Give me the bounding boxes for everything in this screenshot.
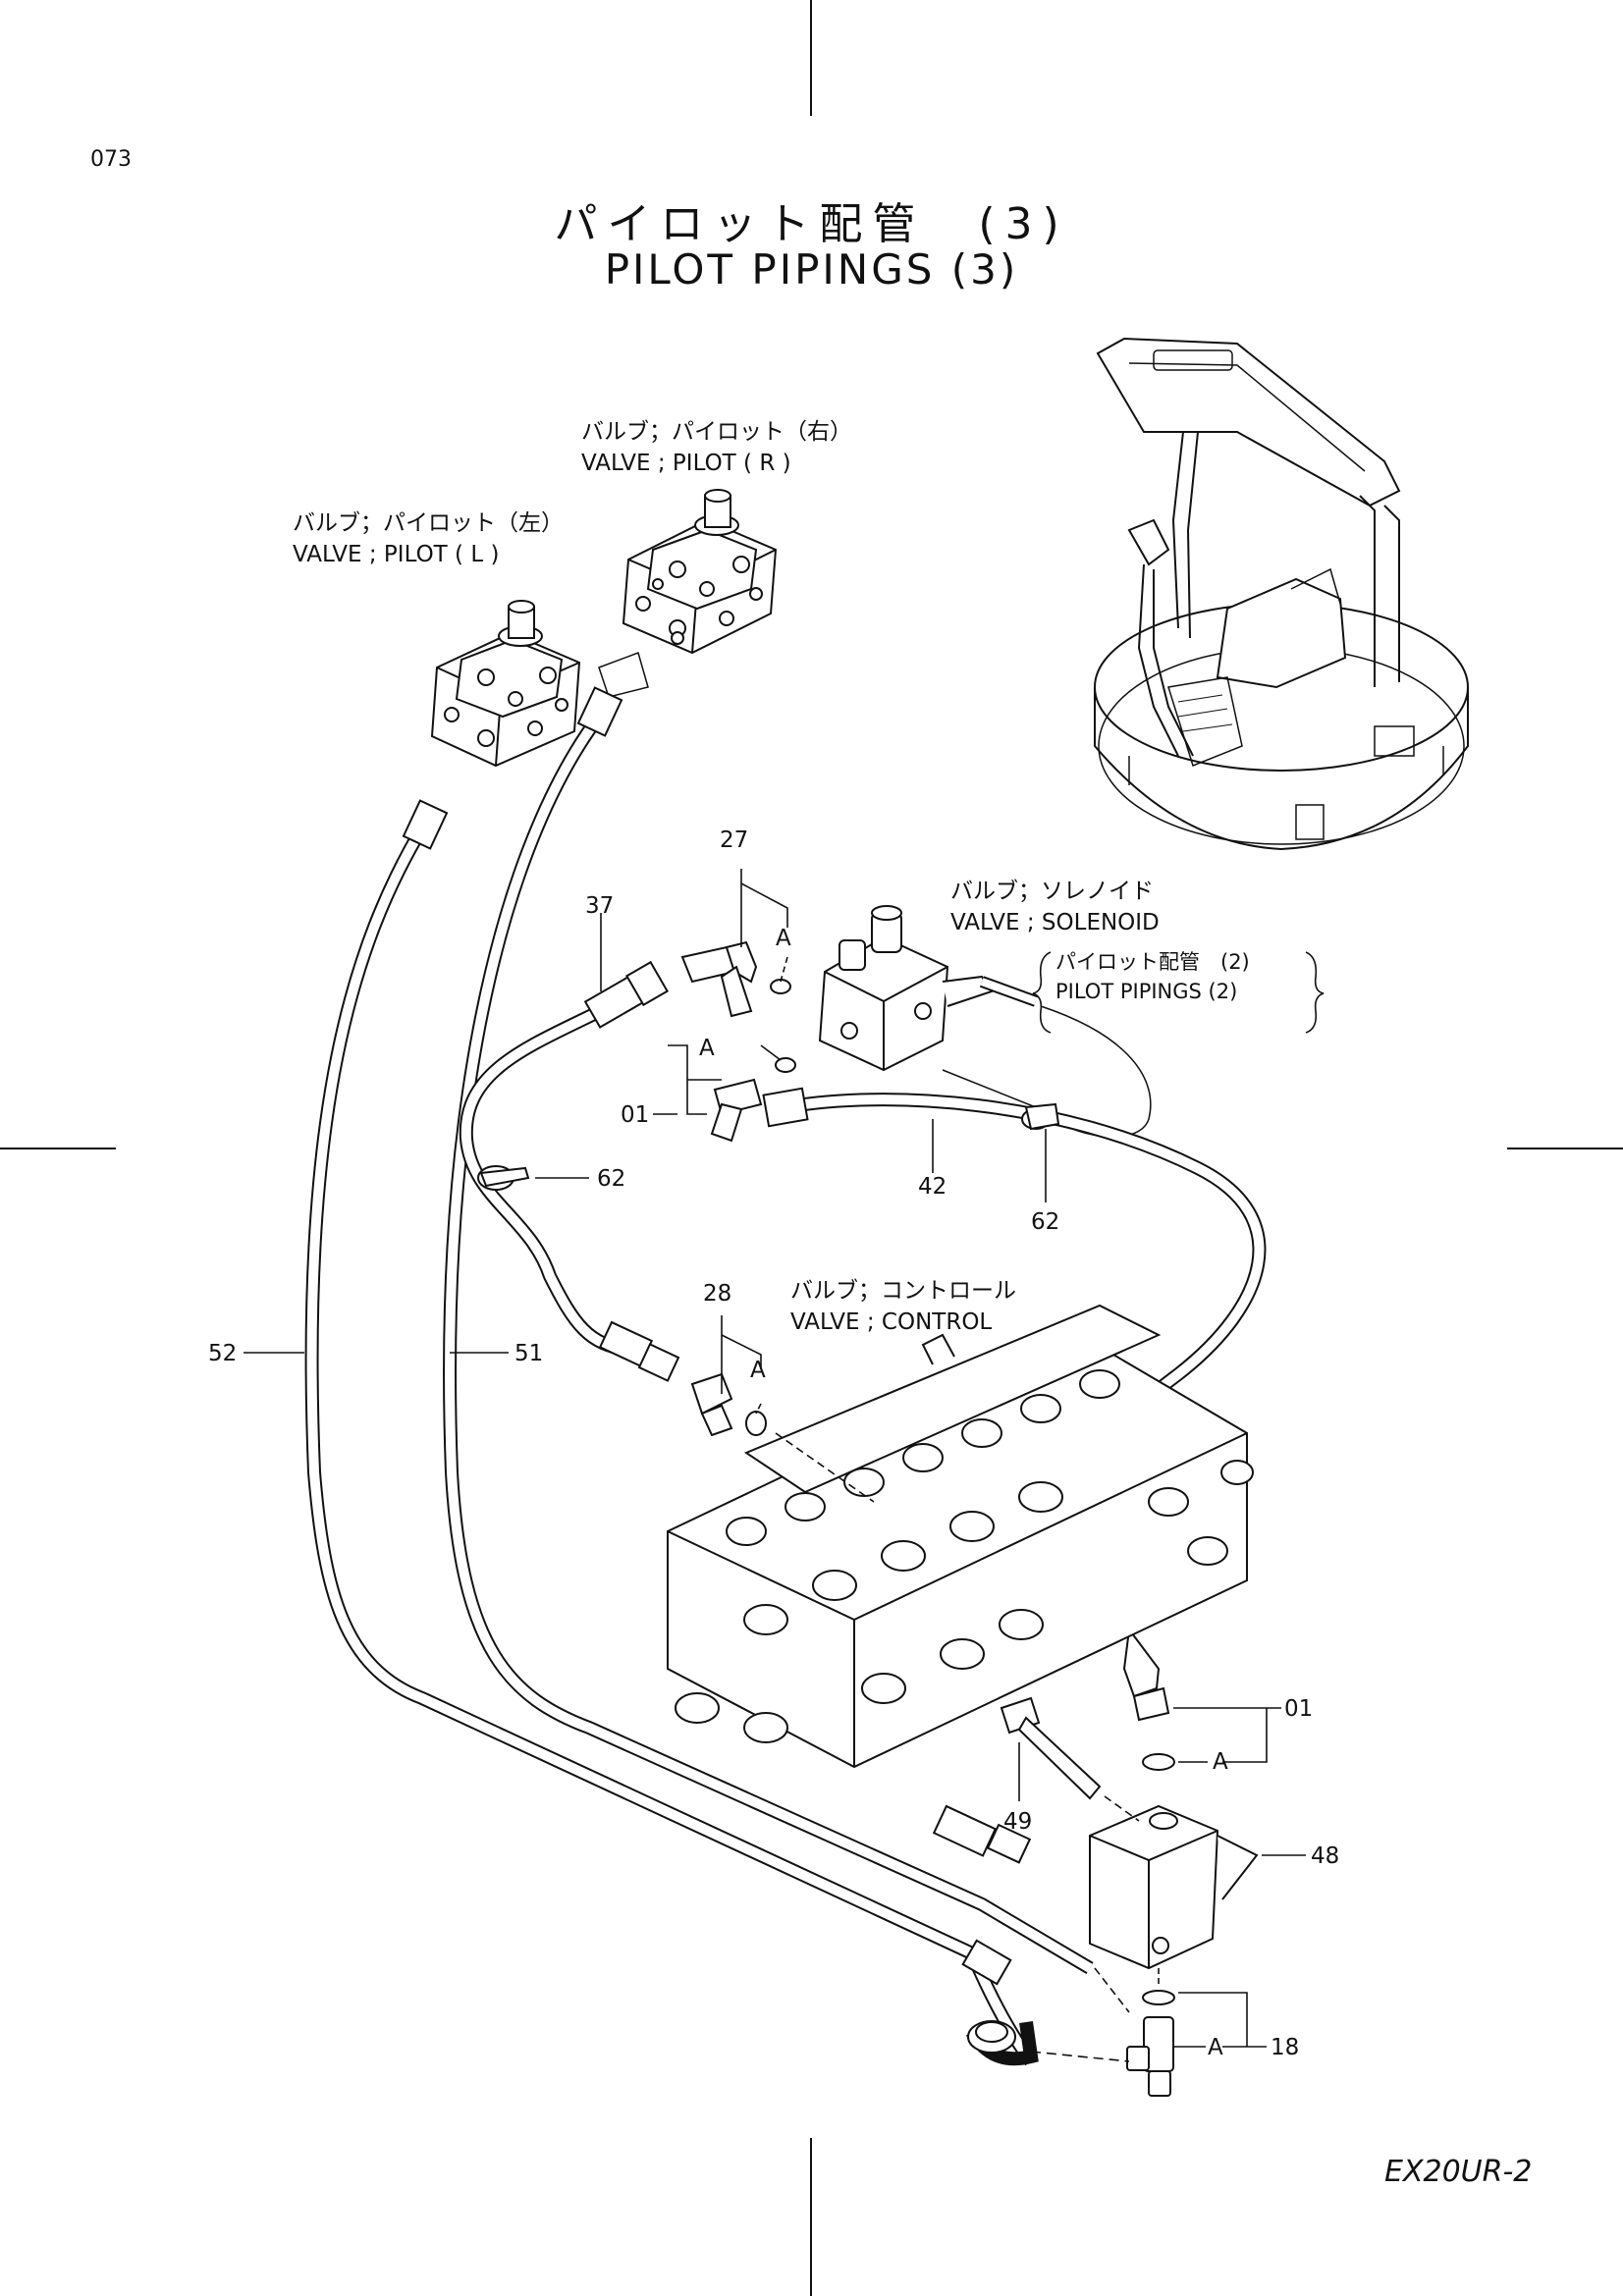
model-code: EX20UR-2 xyxy=(1384,2155,1533,2189)
title-english: PILOT PIPINGS (3) xyxy=(604,245,1019,294)
callout-01-upper: 01 xyxy=(621,1102,650,1128)
callout-52: 52 xyxy=(208,1341,238,1366)
callout-01-upper-a: A xyxy=(699,1036,715,1061)
pilot-valve-right-illustration xyxy=(598,489,778,698)
leader-lines xyxy=(243,869,1325,2062)
callout-27: 27 xyxy=(720,828,749,853)
label-valve-solenoid-en: VALVE ; SOLENOID xyxy=(950,910,1160,935)
callout-37: 37 xyxy=(585,893,615,919)
callout-62-left: 62 xyxy=(597,1166,626,1192)
callout-01-lower: 01 xyxy=(1284,1696,1314,1722)
callout-42: 42 xyxy=(918,1174,947,1200)
callout-62-right: 62 xyxy=(1031,1209,1060,1235)
pilot-valve-left-illustration xyxy=(430,600,581,768)
label-ref-pilot-pipings-en: PILOT PIPINGS (2) xyxy=(1055,980,1238,1003)
callout-28-a: A xyxy=(750,1358,766,1383)
callout-27-a: A xyxy=(776,926,791,951)
label-valve-pilot-r-ja: バルブ；パイロット（右） xyxy=(581,419,852,445)
callout-28: 28 xyxy=(703,1281,732,1307)
callout-51: 51 xyxy=(514,1341,544,1366)
label-valve-control-ja: バルブ；コントロール xyxy=(790,1278,1016,1304)
hose-51-52 xyxy=(304,686,1094,2066)
callout-18-a: A xyxy=(1208,2035,1223,2060)
solenoid-valve-illustration xyxy=(818,905,1152,1138)
control-valve-illustration xyxy=(667,1304,1254,1769)
callout-48: 48 xyxy=(1311,1843,1340,1869)
page-number: 073 xyxy=(90,147,132,172)
title-japanese: パイロット配管 (3) xyxy=(554,199,1069,249)
excavator-overview-illustration xyxy=(1094,337,1469,851)
callout-01-lower-a: A xyxy=(1213,1749,1228,1775)
label-valve-pilot-l-en: VALVE ; PILOT ( L ) xyxy=(293,542,500,567)
clamp-62 xyxy=(477,1102,1060,1191)
label-valve-pilot-l-ja: バルブ；パイロット（左） xyxy=(293,510,564,536)
label-valve-pilot-r-en: VALVE ; PILOT ( R ) xyxy=(581,451,791,476)
callout-18: 18 xyxy=(1271,2035,1300,2060)
label-ref-pilot-pipings-ja: パイロット配管 (2) xyxy=(1055,950,1250,974)
fittings xyxy=(680,940,1259,2097)
callout-49: 49 xyxy=(1003,1809,1033,1835)
label-valve-solenoid-ja: バルブ；ソレノイド xyxy=(950,879,1154,904)
label-valve-control-en: VALVE ; CONTROL xyxy=(790,1309,993,1335)
